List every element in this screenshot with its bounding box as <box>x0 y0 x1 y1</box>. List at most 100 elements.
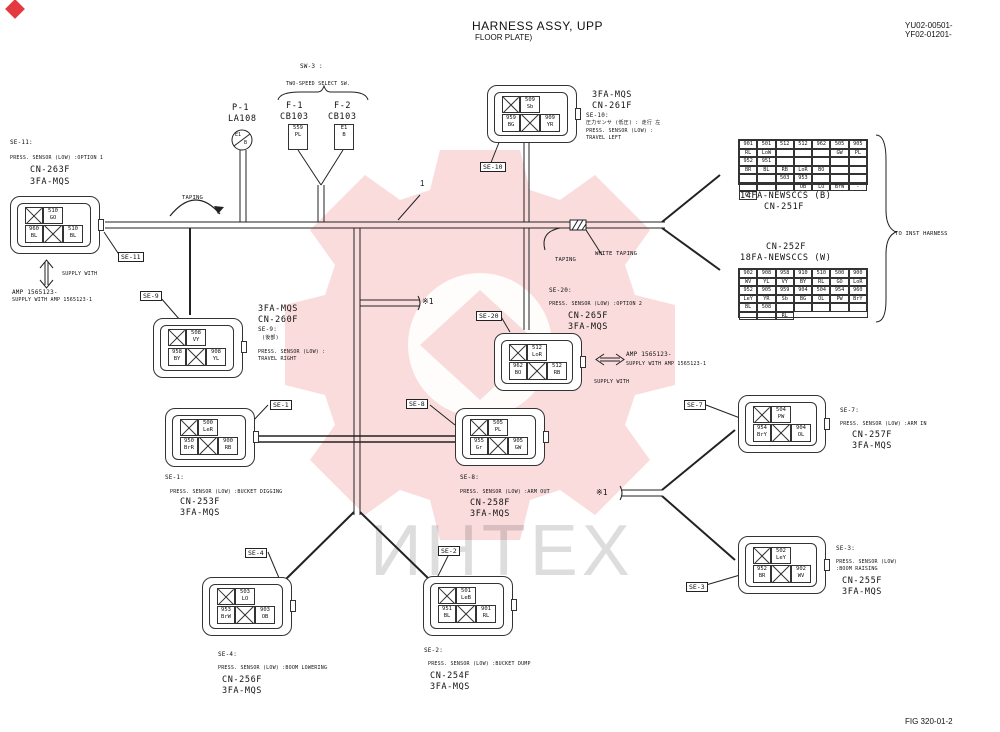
cn252-cell: BG <box>793 294 813 303</box>
se7-pin-c-color: OL <box>797 432 805 438</box>
se9-head: SE-9: <box>258 326 278 333</box>
f2-part: CB103 <box>328 112 357 122</box>
se9-blank-cavity <box>168 329 186 346</box>
se9-lug <box>241 341 247 353</box>
se3-desc2: :BOOM RAISING <box>836 566 878 572</box>
se3-desc: PRESS. SENSOR (LOW) <box>836 559 897 565</box>
se10-pin-b-num: 959 <box>506 115 516 121</box>
cn252-cell: GO <box>830 277 849 286</box>
se1-desc: PRESS. SENSOR (LOW) :BUCKET DIGGING <box>170 489 283 495</box>
ref-code-1: YU02-00501- <box>905 21 953 30</box>
se1-pin-b-color: BrR <box>184 445 194 451</box>
se1-lug <box>253 431 259 443</box>
cn251-cell <box>830 174 849 183</box>
se1-pin-c-color: RB <box>224 445 232 451</box>
ref-code-2: YF02-01201- <box>905 30 952 39</box>
f1-part: CB103 <box>280 112 309 122</box>
cn251-cell <box>848 165 867 174</box>
cn252-cell <box>812 303 831 312</box>
branch-mark-1: ※1 <box>422 297 434 306</box>
se3-pin-b-color: BR <box>758 573 766 579</box>
cn251-cell: BR <box>739 165 758 174</box>
cn252-cell: 954 <box>830 286 849 295</box>
cn251-cell: - <box>848 182 867 191</box>
cn252-cell <box>739 311 758 320</box>
cn252-cell: 500 <box>830 269 849 278</box>
se7-pin-b-num: 954 <box>757 425 767 431</box>
f2-color: B <box>342 132 346 138</box>
cn251-cell <box>812 174 831 183</box>
to-inst-harness-label: TO INST HARNESS <box>895 231 948 237</box>
se2-pin-b-num: 951 <box>442 606 452 612</box>
f2-name: F-2 <box>334 101 352 111</box>
cn251-cell <box>775 182 794 191</box>
cn251-cell <box>793 148 813 157</box>
se1-cn: CN-253F <box>180 497 221 507</box>
cn251-cell: Gr <box>739 191 758 200</box>
se3-pin-a-num: 502 <box>776 548 786 554</box>
se4-head: SE-4: <box>218 651 238 658</box>
cn251-cn: CN-251F <box>764 202 805 212</box>
se11-pin-b-color: BL <box>30 233 38 239</box>
se11-connector-body <box>17 203 91 247</box>
se9-blank-cavity-2 <box>186 348 206 366</box>
se9-cn: CN-260F <box>258 315 299 325</box>
se20-amp: AMP 1565123- <box>626 351 672 358</box>
se20-amp2: SUPPLY WITH AMP 1565123-1 <box>626 361 707 367</box>
se10-pin-c-color: YR <box>546 122 554 128</box>
se2-pin-a-num: 501 <box>461 588 471 594</box>
cn251-cell <box>757 182 776 191</box>
se11-supply: SUPPLY WITH <box>62 271 98 277</box>
cn252-cell: 504 <box>812 286 831 295</box>
se7-cn: CN-257F <box>852 430 893 440</box>
cn252-cell: 905 <box>757 286 776 295</box>
se8-pin-c-num: 905 <box>513 438 523 444</box>
se2-pin-a-color: LeB <box>461 595 471 601</box>
se9-tag: SE-9 <box>140 291 162 301</box>
figure-number: FIG 320-01-2 <box>905 717 953 726</box>
se9-pin-b-num: 958 <box>172 349 182 355</box>
se20-pin-c-color: RB <box>553 370 561 376</box>
watermark-text: ИНТЕХ <box>370 511 634 591</box>
cn252-cell: BL <box>739 303 758 312</box>
se20-head: SE-20: <box>549 287 572 294</box>
se20-desc: PRESS. SENSOR (LOW) :OPTION 2 <box>549 301 643 307</box>
cn251-cell: RL <box>739 148 758 157</box>
f1-color: PL <box>294 132 302 138</box>
cn251-cell: BL <box>757 165 776 174</box>
cn252-cell: PW <box>830 294 849 303</box>
se10-jp: 圧力センサ (低圧) : 走行 左 <box>586 120 661 126</box>
se20-supply: SUPPLY WITH <box>594 379 630 385</box>
se20-type: 3FA-MQS <box>568 322 609 332</box>
cn251-cell: 953 <box>793 174 813 183</box>
se7-pin-a-num: 504 <box>776 407 786 413</box>
cn251-cell <box>757 174 776 183</box>
f1-name: F-1 <box>286 101 304 111</box>
se3-head: SE-3: <box>836 545 856 552</box>
se1-type: 3FA-MQS <box>180 508 221 518</box>
cn251-cell <box>812 157 831 166</box>
se4-type: 3FA-MQS <box>222 686 263 696</box>
cn252-cell: YR <box>757 294 776 303</box>
se7-tag: SE-7 <box>684 400 706 410</box>
cn251-cell <box>830 165 849 174</box>
